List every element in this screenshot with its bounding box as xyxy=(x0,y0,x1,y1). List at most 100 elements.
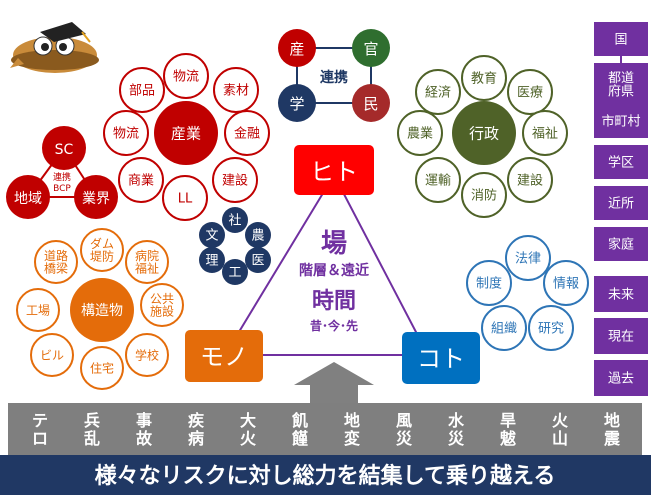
risk-bar xyxy=(8,403,642,455)
sangaku-node-kan: 官 xyxy=(352,29,390,67)
sc-node-region: 地域 xyxy=(6,175,50,219)
sc-center-label: 連携 xyxy=(53,171,71,183)
time-item: 現在 xyxy=(594,318,648,354)
svg-text:地域: 地域 xyxy=(14,191,42,207)
time-item-label: 現在 xyxy=(608,330,634,345)
hierarchy-item: 家庭 xyxy=(594,227,648,261)
government-node: 消防 xyxy=(461,172,507,218)
hito-box: ヒト xyxy=(294,145,374,195)
government-node-label: 教育 xyxy=(471,71,497,87)
industry-node: 建設 xyxy=(212,157,258,203)
government-node-label: 医療 xyxy=(517,86,543,101)
industry-node: 部品 xyxy=(119,67,165,113)
sc-node-sc: SC xyxy=(42,126,86,170)
risk-item: 旱魃 xyxy=(499,411,516,448)
government-center: 行政 xyxy=(452,101,516,165)
field-node-label: 農 xyxy=(251,229,264,244)
government-node: 建設 xyxy=(507,157,553,203)
sangaku-node-gaku: 学 xyxy=(278,84,316,122)
mono-box: モノ xyxy=(185,330,263,382)
risk-item: 大火 xyxy=(240,411,257,448)
government-node-label: 運輸 xyxy=(425,174,451,189)
hierarchy-item-label: 府県 xyxy=(608,85,634,100)
field-node-label: 医 xyxy=(251,254,264,269)
government-node-label: 農業 xyxy=(407,126,433,142)
risk-char: 風 xyxy=(396,411,412,430)
risk-char: 旱 xyxy=(500,411,516,430)
hierarchy-item-label: 国 xyxy=(614,33,627,48)
svg-text:学: 学 xyxy=(289,95,304,113)
svg-text:官: 官 xyxy=(363,40,378,58)
risk-char: 災 xyxy=(448,429,465,448)
svg-text:民: 民 xyxy=(363,95,378,113)
structures-node-label: 橋梁 xyxy=(44,261,68,276)
field-node: 農 xyxy=(245,222,271,248)
banner-text: 様々なリスクに対し総力を結集して乗り越える xyxy=(95,463,556,489)
risk-char: 大 xyxy=(240,411,256,430)
hito-mono-koto-triangle: ヒト モノ コト 場 階層＆遠近 時間 昔･今･先 xyxy=(185,145,480,384)
industry-node-label: 物流 xyxy=(173,70,199,85)
field-node: 工 xyxy=(222,259,248,285)
svg-text:モノ: モノ xyxy=(200,343,248,371)
koto-node-label: 研究 xyxy=(538,322,564,337)
ba-sub-label: 階層＆遠近 xyxy=(299,262,369,279)
hierarchy-item-label: 都道 xyxy=(608,71,634,86)
industry-center-label: 産業 xyxy=(171,124,201,142)
structures-node: 学校 xyxy=(125,333,169,377)
risk-char: 事 xyxy=(136,411,152,430)
government-node-label: 消防 xyxy=(471,188,497,204)
bottom-banner: 様々なリスクに対し総力を結集して乗り越える xyxy=(0,455,651,495)
risk-char: 水 xyxy=(448,411,465,430)
jikan-label: 時間 xyxy=(312,289,356,314)
time-item-label: 過去 xyxy=(608,372,634,387)
hierarchy-item-label: 学区 xyxy=(608,155,634,171)
koto-node: 制度 xyxy=(466,260,512,306)
risk-item: 地震 xyxy=(603,411,621,448)
koto-node-label: 情報 xyxy=(553,277,579,292)
industry-center: 産業 xyxy=(154,101,218,165)
risk-item: 飢饉 xyxy=(291,411,308,448)
structures-node-label: 施設 xyxy=(150,304,174,319)
risk-char: 変 xyxy=(344,429,360,448)
hierarchy-item: 近所 xyxy=(594,186,648,220)
field-node: 医 xyxy=(245,247,271,273)
risk-char: 火 xyxy=(240,429,257,448)
koto-node: 組織 xyxy=(481,305,527,351)
government-node: 医療 xyxy=(507,69,553,115)
structures-node-label: 工場 xyxy=(26,303,50,317)
svg-text:ヒト: ヒト xyxy=(310,158,358,186)
risk-char: 病 xyxy=(188,429,204,448)
hierarchy-item-label: 市町村 xyxy=(601,114,640,130)
koto-node: 情報 xyxy=(543,260,589,306)
risk-char: テ xyxy=(32,411,48,430)
industry-node: 商業 xyxy=(118,157,164,203)
risk-item: テロ xyxy=(32,411,48,448)
risk-char: 地 xyxy=(604,411,620,430)
sc-node-industry: 業界 xyxy=(74,175,118,219)
risk-item: 事故 xyxy=(136,411,153,448)
time-item: 過去 xyxy=(594,360,648,396)
field-node: 社 xyxy=(222,207,248,233)
risk-char: 故 xyxy=(136,429,153,448)
koto-node: 法律 xyxy=(505,235,551,281)
structures-node: 住宅 xyxy=(80,346,124,390)
risk-item: 地変 xyxy=(344,411,360,448)
svg-text:コト: コト xyxy=(417,345,465,373)
risk-item: 風災 xyxy=(396,411,413,448)
field-node-label: 文 xyxy=(205,229,218,244)
structures-node-label: 福祉 xyxy=(135,261,159,276)
field-node-label: 理 xyxy=(205,254,218,269)
structures-node-label: ビル xyxy=(40,348,64,362)
government-node: 経済 xyxy=(415,69,461,115)
sc-center-bcp-label: BCP xyxy=(53,184,71,194)
sangaku-group: 産 官 学 民 連携 xyxy=(278,29,390,122)
